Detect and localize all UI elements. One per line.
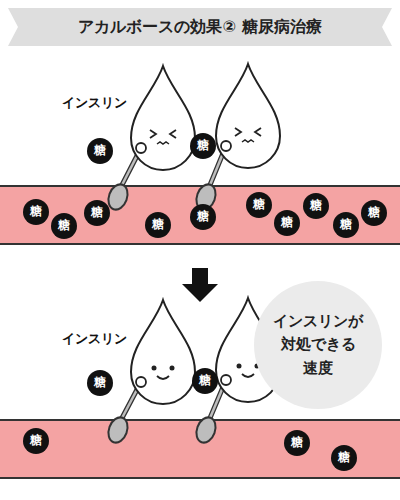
sugar-text: 糖 [197,137,209,154]
sugar-text: 糖 [281,214,293,231]
speed-circle: インスリンが 対処できる 速度 [254,281,382,409]
sugar-circle: 糖 [87,370,114,397]
sugar-text: 糖 [152,216,164,233]
sugar-text: 糖 [253,196,265,213]
insulin-droplet [105,66,195,212]
insulin-droplet [105,300,195,445]
sugar-text: 糖 [199,372,211,389]
sugar-text: 糖 [94,374,106,391]
sugar-text: 糖 [30,432,42,449]
insulin-label: インスリン [62,330,127,348]
sugar-text: 糖 [91,204,103,221]
sugar-circle: 糖 [192,368,219,395]
sugar-text: 糖 [30,203,42,220]
speed-text: インスリンが 対処できる 速度 [272,310,365,380]
vessel-wall [0,243,400,245]
sugar-circle: 糖 [87,138,114,165]
sugar-text: 糖 [340,216,352,233]
vessel-wall [0,477,400,479]
sugar-text: 糖 [94,142,106,159]
sugar-text: 糖 [338,449,350,466]
vessel-wall [0,185,400,187]
title: アカルボースの効果② 糖尿病治療 [0,10,400,44]
sugar-text: 糖 [197,208,209,225]
sugar-text: 糖 [58,217,70,234]
sugar-text: 糖 [291,434,303,451]
sugar-text: 糖 [368,204,380,221]
insulin-label: インスリン [62,94,127,112]
down-arrow [182,268,218,302]
sugar-text: 糖 [310,197,322,214]
sugar-circle: 糖 [190,133,217,160]
